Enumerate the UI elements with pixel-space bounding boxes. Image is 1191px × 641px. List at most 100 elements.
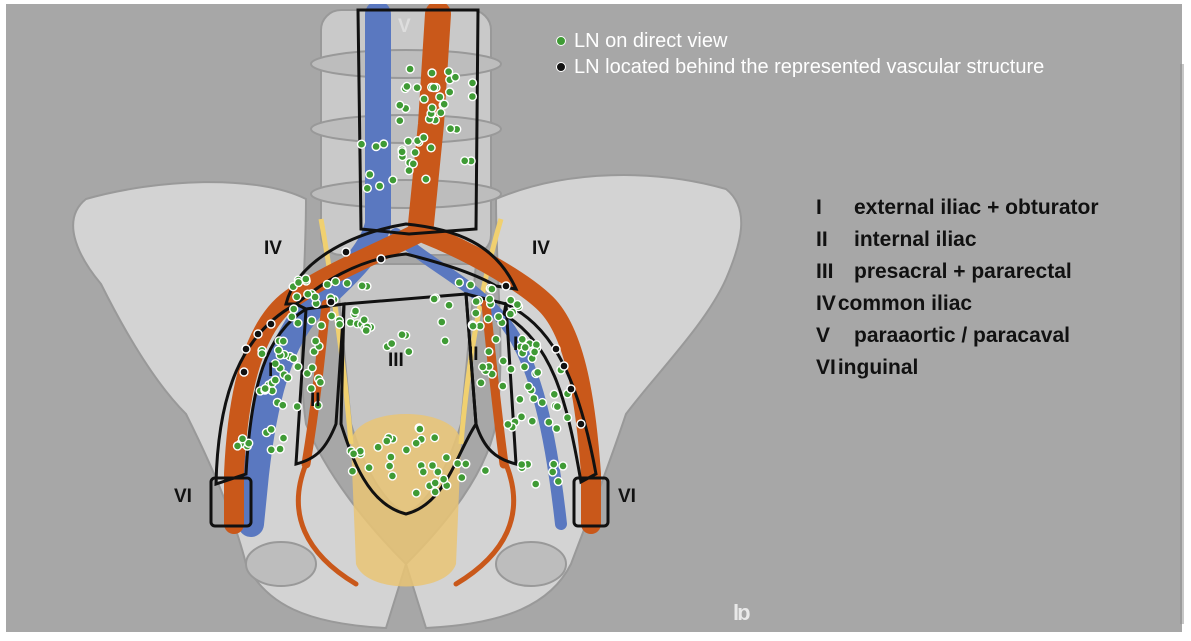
lymph-node-behind <box>342 248 350 256</box>
lymph-node-direct <box>294 319 302 327</box>
lymph-node-direct <box>365 464 373 472</box>
lymph-node-direct <box>413 84 421 92</box>
lymph-node-direct <box>403 82 411 90</box>
lymph-node-direct <box>477 379 485 387</box>
lymph-node-direct <box>516 395 524 403</box>
lymph-node-direct <box>451 73 459 81</box>
lymph-node-direct <box>363 184 371 192</box>
lymph-node-direct <box>445 301 453 309</box>
lymph-node-behind <box>377 255 385 263</box>
lymph-node-behind <box>242 345 250 353</box>
lymph-node-direct <box>472 309 480 317</box>
lymph-node-behind <box>552 345 560 353</box>
lymph-node-direct <box>554 477 562 485</box>
lymph-node-direct <box>532 480 540 488</box>
lymph-node-direct <box>308 364 316 372</box>
lymph-node-direct <box>488 285 496 293</box>
lymph-node-direct <box>267 446 275 454</box>
lymph-node-direct <box>440 100 448 108</box>
zone-label-i-right: I <box>513 334 518 356</box>
lymph-node-direct <box>420 95 428 103</box>
lymph-node-direct <box>530 395 538 403</box>
lymph-node-direct <box>458 474 466 482</box>
lymph-node-direct <box>518 461 526 469</box>
lymph-node-direct <box>362 327 370 335</box>
lymph-node-direct <box>437 109 445 117</box>
lymph-node-direct <box>412 439 420 447</box>
zone-label-vi-left: VI <box>174 486 192 508</box>
zone-label-iv-left: IV <box>264 238 282 260</box>
lymph-node-direct <box>388 340 396 348</box>
lymph-node-direct <box>389 176 397 184</box>
region-numeral: VI <box>816 352 836 384</box>
lymph-node-direct <box>316 378 324 386</box>
lymph-node-direct <box>484 315 492 323</box>
lymph-node-direct <box>422 175 430 183</box>
lymph-node-direct <box>386 462 394 470</box>
lymph-node-direct <box>380 140 388 148</box>
lymph-node-direct <box>481 467 489 475</box>
region-numeral: I <box>816 192 854 224</box>
lymph-node-direct <box>553 425 561 433</box>
lymph-node-direct <box>234 442 242 450</box>
vertebra-1 <box>311 50 501 78</box>
lymph-node-direct <box>295 278 303 286</box>
lymph-node-direct <box>352 307 360 315</box>
lymph-node-direct <box>454 460 462 468</box>
lymph-node-direct <box>374 443 382 451</box>
region-label: common iliac <box>838 288 972 320</box>
artist-signature-mark: lɒ <box>733 600 749 626</box>
lymph-node-direct <box>559 462 567 470</box>
lymph-node-direct <box>332 278 340 286</box>
lymph-node-direct <box>290 355 298 363</box>
green-dot-icon <box>556 36 566 46</box>
lymph-node-direct <box>438 318 446 326</box>
lymph-node-direct <box>419 468 427 476</box>
lymph-node-direct <box>411 148 419 156</box>
lymph-node-behind <box>560 362 568 370</box>
lymph-node-behind <box>327 298 335 306</box>
lymph-node-direct <box>275 346 283 354</box>
lymph-node-direct <box>293 403 301 411</box>
lymph-node-direct <box>538 399 546 407</box>
lymph-node-direct <box>506 310 514 318</box>
figure-canvas: LN on direct view LN located behind the … <box>6 4 1182 632</box>
lymph-node-direct <box>372 143 380 151</box>
lymph-node-direct <box>358 140 366 148</box>
lymph-node-direct <box>308 317 316 325</box>
legend-behind-label: LN located behind the represented vascul… <box>574 54 1044 80</box>
lymph-node-direct <box>531 348 539 356</box>
lymph-node-direct <box>469 322 477 330</box>
lymph-node-direct <box>312 337 320 345</box>
lymph-node-direct <box>446 88 454 96</box>
lymph-node-direct <box>383 437 391 445</box>
lymph-node-direct <box>499 357 507 365</box>
lymph-node-direct <box>304 290 312 298</box>
lymph-node-behind <box>577 420 585 428</box>
lymph-node-direct <box>336 320 344 328</box>
lymph-node-direct <box>528 417 536 425</box>
lymph-node-direct <box>553 403 561 411</box>
lymph-node-direct <box>462 460 470 468</box>
region-numeral: III <box>816 256 854 288</box>
lymph-node-direct <box>485 348 493 356</box>
region-label: paraaortic / paracaval <box>854 320 1070 352</box>
lymph-node-direct <box>405 348 413 356</box>
zone-label-ii-left: II <box>310 390 321 412</box>
vertebra-3 <box>311 180 501 208</box>
lymph-node-direct <box>349 467 357 475</box>
lymph-node-direct <box>431 488 439 496</box>
lymph-node-direct <box>427 144 435 152</box>
legend-direct-row: LN on direct view <box>556 28 1044 54</box>
lymph-node-direct <box>429 462 437 470</box>
region-label: internal iliac <box>854 224 977 256</box>
lymph-node-direct <box>486 295 494 303</box>
legend: LN on direct view LN located behind the … <box>556 28 1044 80</box>
lymph-node-direct <box>469 79 477 87</box>
lymph-node-direct <box>323 281 331 289</box>
lymph-node-direct <box>468 93 476 101</box>
legend-direct-label: LN on direct view <box>574 28 727 54</box>
lymph-node-direct <box>441 337 449 345</box>
region-row: Iexternal iliac + obturator <box>816 192 1099 224</box>
